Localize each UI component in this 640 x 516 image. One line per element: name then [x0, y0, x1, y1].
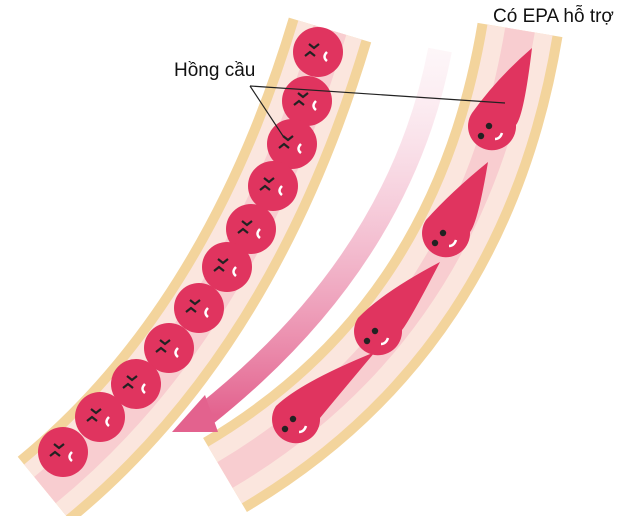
arrow-head — [172, 395, 218, 432]
round-cell — [226, 204, 276, 254]
round-cell — [202, 242, 252, 292]
teardrop-cell — [272, 352, 375, 444]
teardrop-cell — [354, 262, 440, 356]
round-cell — [75, 392, 125, 442]
label-red-blood-cells: Hồng cầu — [174, 60, 256, 81]
flow-arrow — [172, 47, 452, 432]
flowing-red-blood-cells — [272, 48, 532, 444]
teardrop-cell — [422, 162, 488, 258]
round-cell — [111, 359, 161, 409]
label-pointer-lines — [249, 85, 506, 137]
round-cell — [248, 161, 298, 211]
round-cell — [282, 76, 332, 126]
round-cell — [38, 427, 88, 477]
round-cell — [293, 27, 343, 77]
round-cell — [174, 283, 224, 333]
teardrop-cell — [468, 48, 532, 151]
round-cell — [144, 323, 194, 373]
label-with-epa: Có EPA hỗ trợ — [493, 6, 614, 27]
